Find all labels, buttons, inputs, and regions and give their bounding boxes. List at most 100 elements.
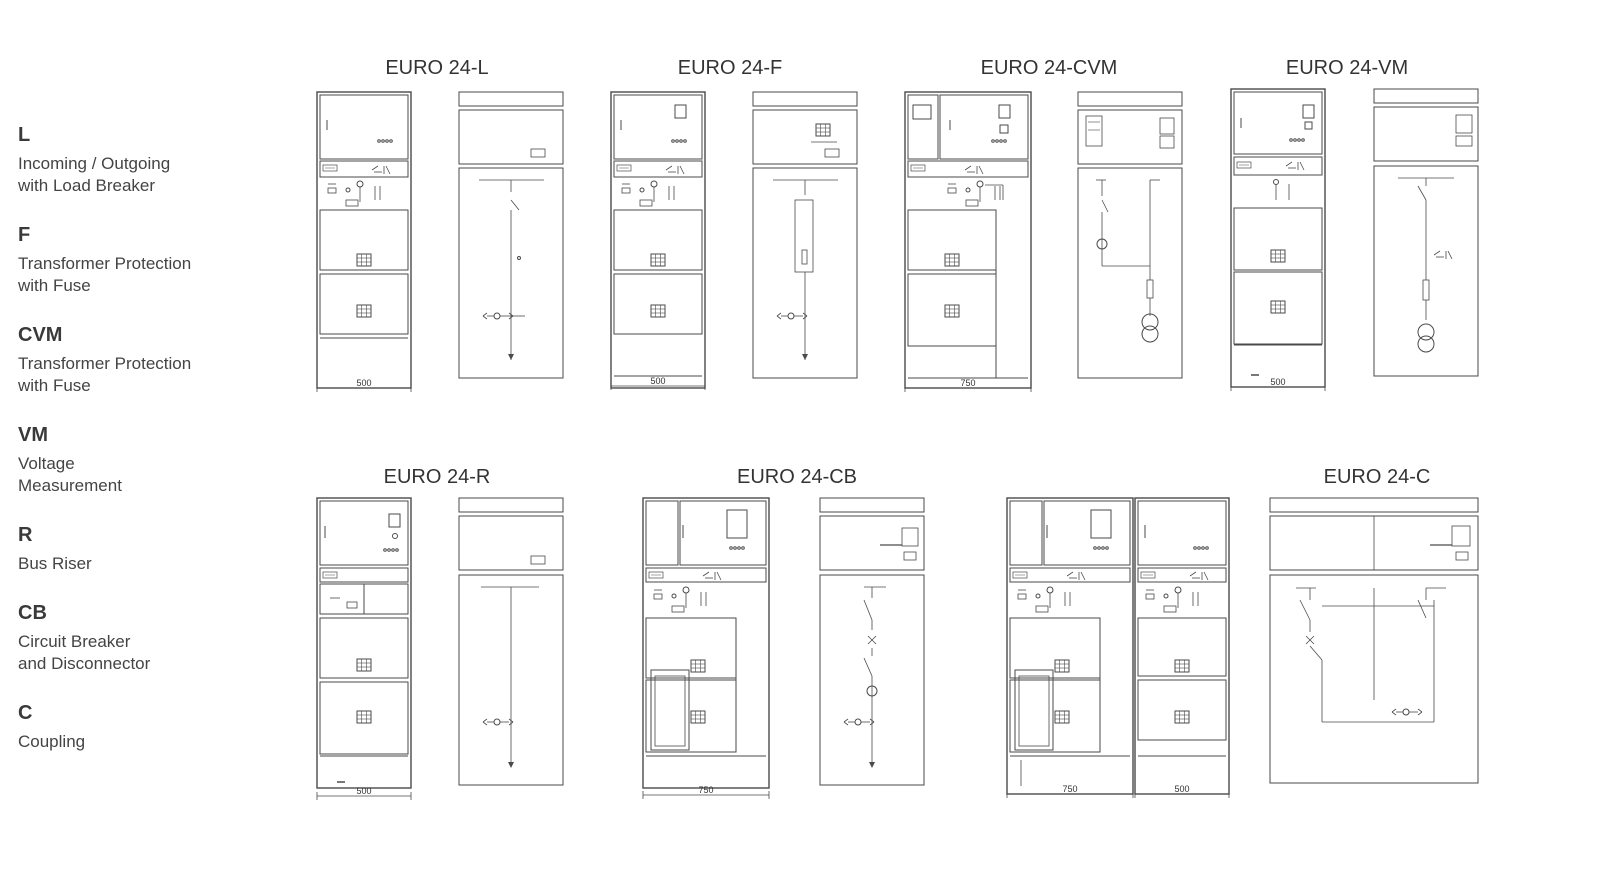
symbol-circle — [377, 139, 381, 143]
arrow-down-icon — [508, 354, 514, 360]
frame-rect — [1137, 500, 1227, 566]
symbol-circle — [1273, 179, 1279, 185]
frame-rect — [1054, 659, 1070, 673]
frame-rect — [319, 94, 409, 160]
wire-line — [1417, 599, 1427, 619]
symbol-circle — [345, 187, 351, 193]
frame-rect — [1422, 279, 1430, 301]
legend-code: F — [18, 224, 31, 246]
frame-rect — [1163, 605, 1177, 613]
frame-rect — [1451, 525, 1471, 547]
symbol-circle — [387, 548, 391, 552]
symbol-circle — [1141, 325, 1159, 343]
frame-rect — [1146, 279, 1154, 299]
legend-code: C — [18, 702, 33, 724]
wire-line — [1203, 571, 1209, 581]
wire-line — [508, 721, 514, 726]
symbol-circle — [1035, 593, 1041, 599]
panel-title: EURO 24-F — [678, 57, 782, 79]
symbol-circle — [1174, 586, 1182, 594]
frame-rect — [1014, 669, 1054, 751]
wire-line — [1391, 708, 1397, 713]
symbol-circle — [391, 548, 395, 552]
frame-rect — [316, 91, 412, 389]
arrow-down-icon — [508, 762, 514, 768]
symbol-circle — [965, 187, 971, 193]
frame-rect — [650, 669, 690, 751]
symbol-circle — [383, 548, 387, 552]
frame-rect — [998, 104, 1011, 119]
panel-title-1: EURO 24-F — [678, 57, 782, 79]
frame-rect — [819, 515, 925, 571]
symbol-circle — [675, 139, 679, 143]
frame-rect — [999, 124, 1009, 134]
symbol-circle — [1197, 546, 1201, 550]
arrow-down-icon — [869, 762, 875, 768]
frame-rect — [458, 497, 564, 513]
frame-rect — [901, 527, 919, 547]
wire-line — [1447, 250, 1453, 260]
frame-rect — [947, 187, 957, 194]
legend-desc: Transformer Protection with Fuse — [18, 354, 192, 395]
wire-line — [482, 718, 488, 723]
frame-rect — [610, 91, 706, 389]
frame-rect — [910, 164, 926, 172]
symbol-circle — [1193, 546, 1197, 550]
frame-rect — [616, 164, 632, 172]
panel-title: EURO 24-CVM — [981, 57, 1118, 79]
panel-title-0: EURO 24-L — [385, 57, 488, 79]
frame-rect — [458, 91, 564, 107]
frame-rect — [319, 681, 409, 755]
frame-rect — [1233, 207, 1323, 271]
frame-rect — [613, 94, 703, 160]
symbol-circle — [1205, 546, 1209, 550]
symbol-circle — [999, 139, 1003, 143]
frame-rect — [1077, 91, 1183, 107]
frame-rect — [1233, 271, 1323, 345]
frame-rect — [319, 160, 409, 178]
frame-rect — [1302, 104, 1315, 119]
frame-rect — [319, 617, 409, 679]
symbol-circle — [356, 180, 364, 188]
wire-line — [510, 199, 520, 211]
dimension-label: 750 — [698, 785, 713, 795]
legend-desc: Bus Riser — [18, 554, 92, 573]
symbol-circle — [493, 718, 501, 726]
panel-title-4: EURO 24-R — [384, 466, 491, 488]
symbol-circle — [741, 546, 745, 550]
wire-line — [482, 312, 488, 317]
wire-line — [665, 165, 673, 171]
wire-line — [702, 571, 710, 577]
frame-rect — [1455, 135, 1473, 147]
frame-rect — [903, 551, 917, 561]
frame-rect — [650, 253, 666, 267]
frame-rect — [1270, 249, 1286, 263]
wire-line — [964, 165, 972, 171]
panel-euro-24-f: 500 — [610, 91, 858, 390]
symbol-circle — [389, 139, 393, 143]
frame-rect — [679, 500, 767, 566]
frame-rect — [648, 571, 664, 579]
symbol-circle — [682, 586, 690, 594]
frame-rect — [650, 304, 666, 318]
frame-rect — [1304, 121, 1313, 130]
panel-euro-24-cvm: 750 — [904, 91, 1183, 392]
frame-rect — [458, 515, 564, 571]
frame-rect — [907, 94, 939, 160]
arrow-down-icon — [802, 354, 808, 360]
wire-line — [1433, 250, 1441, 256]
symbol-circle — [995, 139, 999, 143]
wire-line — [1101, 199, 1109, 213]
frame-rect — [1140, 571, 1156, 579]
frame-rect — [819, 574, 925, 786]
frame-rect — [1236, 161, 1252, 169]
frame-rect — [1137, 617, 1227, 677]
wire-line — [869, 721, 875, 726]
wire-line — [1299, 161, 1305, 171]
wire-line — [863, 657, 873, 677]
symbol-circle — [671, 139, 675, 143]
frame-rect — [690, 710, 706, 724]
symbol-circle — [1402, 708, 1410, 716]
frame-rect — [944, 253, 960, 267]
frame-rect — [1174, 710, 1190, 724]
